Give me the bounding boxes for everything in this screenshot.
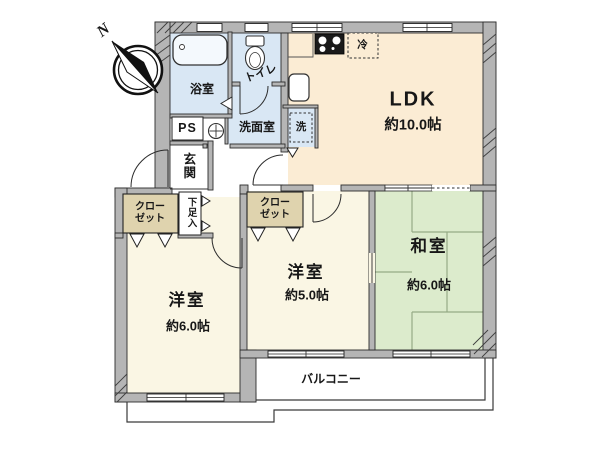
balcony-label: バルコニー <box>301 372 361 387</box>
toilet-door <box>239 85 269 115</box>
closet-1-line2: ゼット <box>135 213 165 224</box>
windows <box>146 23 471 402</box>
doors <box>130 85 342 269</box>
washer-space-floor <box>286 108 315 147</box>
ldk-size: 約10.0帖 <box>384 117 442 134</box>
japanese-room-name: 和室 <box>410 237 448 256</box>
fixtures <box>122 32 379 236</box>
washer-label: 洗 <box>295 120 307 133</box>
western-room-2-door <box>312 193 342 223</box>
kitchen-counter <box>288 34 314 58</box>
closet-2-line1: クロー <box>260 197 290 209</box>
bathtub-drain <box>179 44 185 50</box>
pipe-space-box <box>171 116 204 141</box>
wall-hatching <box>114 21 497 403</box>
washroom-label: 洗面室 <box>238 120 276 135</box>
closet-1-line1: クロー <box>135 201 165 213</box>
hall-ldk-door <box>252 154 284 186</box>
closet-2-line2: ゼット <box>260 209 290 220</box>
balcony-outline <box>126 358 494 423</box>
bathroom-label: 浴室 <box>189 82 215 97</box>
folding-door-markers <box>129 147 301 249</box>
washroom-floor <box>228 82 281 144</box>
sliding-doors <box>369 184 470 283</box>
western-room-2-size: 約5.0帖 <box>284 287 330 303</box>
entrance-door <box>130 149 169 188</box>
closet-2-label: クロー ゼット <box>260 198 290 221</box>
compass <box>111 40 164 96</box>
fridge-label: 冷 <box>357 38 368 51</box>
pipe-space-label: PS <box>178 120 197 135</box>
closet-1-box <box>122 193 179 234</box>
kitchen-sink <box>288 73 310 102</box>
bathroom-door-marker <box>220 96 233 111</box>
entrance-label: 玄関 <box>181 152 196 180</box>
ldk-name: LDK <box>389 88 437 111</box>
tatami-lines <box>375 191 483 350</box>
fridge-box <box>347 32 379 59</box>
closet-2-box <box>246 191 304 228</box>
room-fills <box>127 33 483 393</box>
toilet-fixture <box>244 35 266 71</box>
compass-needle-black <box>112 41 158 93</box>
shoe-storage-label: 下足入 <box>185 197 197 229</box>
western-room-1-name: 洋室 <box>168 291 206 310</box>
bathtub <box>172 34 228 66</box>
japanese-room-size: 約6.0帖 <box>406 277 452 293</box>
washer-box <box>289 112 313 143</box>
japanese-room-floor <box>375 191 483 350</box>
shoe-storage-box <box>178 191 202 236</box>
water-heater <box>207 122 225 140</box>
western-room-2-name: 洋室 <box>287 263 325 282</box>
western-room-1-door <box>211 237 243 269</box>
western-room-1-size: 約6.0帖 <box>165 318 211 334</box>
closet-1-label: クロー ゼット <box>135 202 165 225</box>
stove <box>314 33 345 55</box>
ldk-floor <box>288 33 483 185</box>
